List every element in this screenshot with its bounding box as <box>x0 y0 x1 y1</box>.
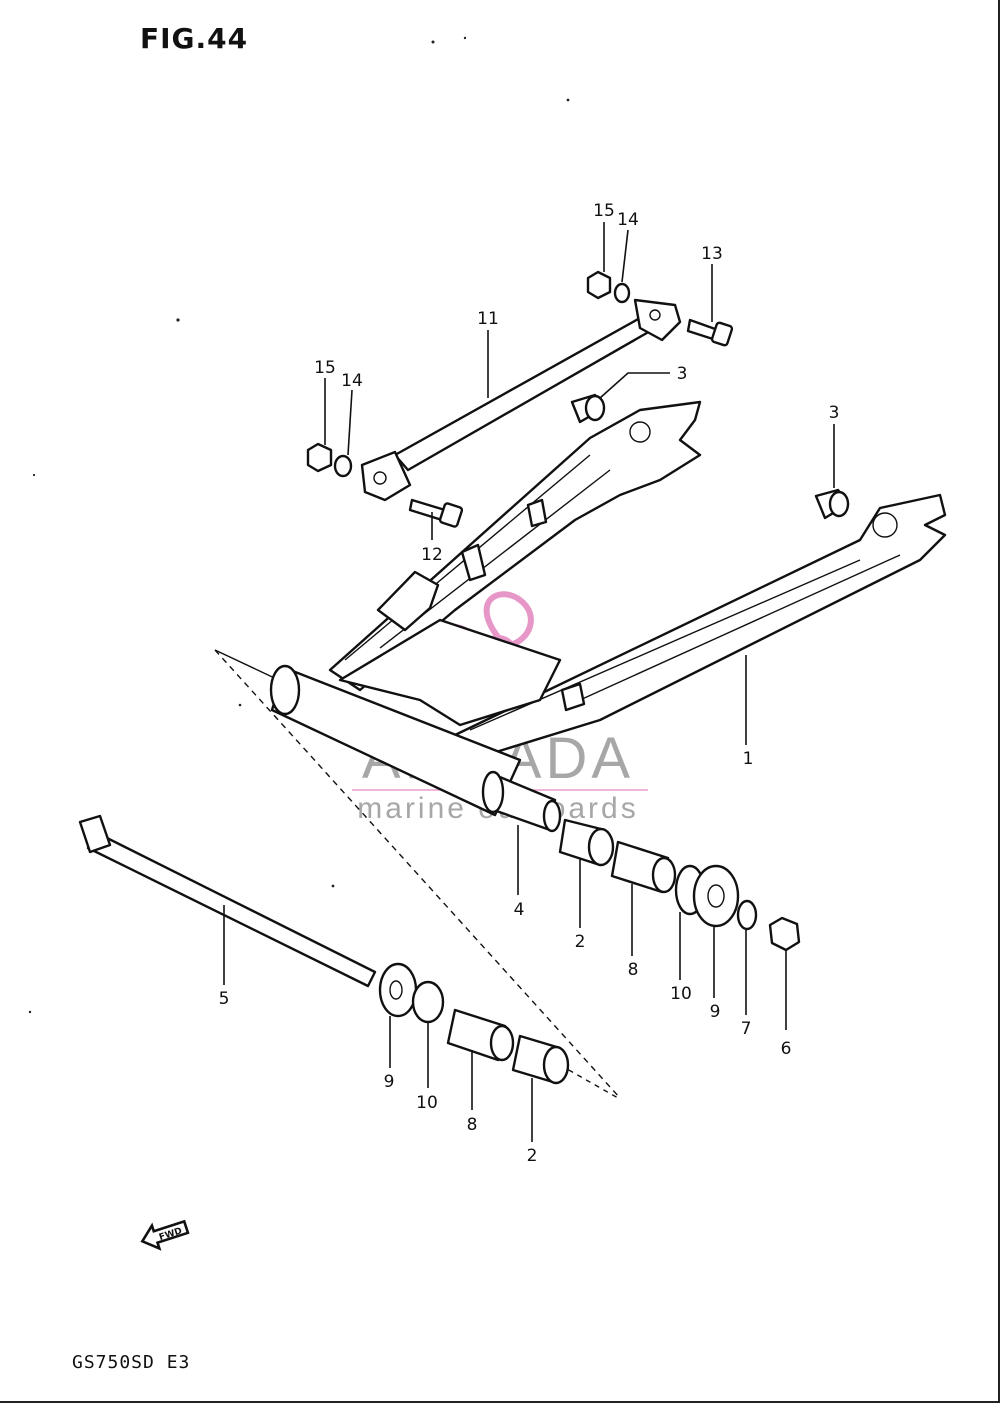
scan-specks <box>28 36 570 1014</box>
callout-14: 14 <box>341 371 363 391</box>
frame-border-right <box>998 0 1000 1403</box>
callout-9: 9 <box>710 1002 721 1022</box>
callout-6: 6 <box>781 1039 792 1059</box>
callout-10: 10 <box>670 984 692 1004</box>
part-bushing-3-right <box>814 488 850 520</box>
part-bolt-12 <box>408 498 464 528</box>
part-nut-15-upper <box>586 270 612 300</box>
part-washer-14-upper <box>613 282 631 304</box>
callout-10: 10 <box>416 1093 438 1113</box>
part-torque-link <box>360 298 682 502</box>
part-washer-9-left <box>378 962 418 1018</box>
callout-7: 7 <box>741 1019 752 1039</box>
callout-2: 2 <box>575 932 586 952</box>
callout-5: 5 <box>219 989 230 1009</box>
part-spacer-8-right <box>610 840 677 894</box>
callout-labels: 15 14 13 11 3 15 14 3 12 1 4 2 8 10 9 7 … <box>219 201 840 1166</box>
part-bearing-2-right <box>558 818 615 867</box>
part-nut-15-lower <box>306 442 333 473</box>
figure-title: FIG.44 <box>140 22 249 55</box>
part-swinging-arm <box>269 400 947 817</box>
part-bolt-13 <box>686 318 734 347</box>
part-spacer-8-left <box>446 1008 515 1062</box>
callout-14: 14 <box>617 210 639 230</box>
callout-3: 3 <box>829 403 840 423</box>
callout-13: 13 <box>701 244 723 264</box>
part-sleeve-4 <box>481 770 562 833</box>
part-nut-6 <box>768 916 801 952</box>
callout-8: 8 <box>467 1115 478 1135</box>
part-cap-10-left <box>411 980 445 1024</box>
model-code: GS750SD E3 <box>72 1352 191 1373</box>
callout-11: 11 <box>477 309 499 329</box>
part-washer-9-right <box>692 864 740 928</box>
callout-15: 15 <box>593 201 615 221</box>
callout-3: 3 <box>677 364 688 384</box>
callout-1: 1 <box>743 749 754 769</box>
callout-8: 8 <box>628 960 639 980</box>
fwd-arrow-icon: FWD <box>140 1219 190 1251</box>
part-bushing-3-upper <box>570 393 606 424</box>
leader-lines <box>223 222 835 1142</box>
callout-15: 15 <box>314 358 336 378</box>
callout-4: 4 <box>514 900 525 920</box>
frame-border-bottom <box>0 1401 1000 1403</box>
callout-9: 9 <box>384 1072 395 1092</box>
part-bearing-2-left <box>511 1034 570 1085</box>
part-washer-7 <box>736 899 758 931</box>
part-pivot-shaft-5 <box>78 814 377 988</box>
callout-2: 2 <box>527 1146 538 1166</box>
part-washer-14-lower <box>333 454 353 478</box>
callout-12: 12 <box>421 545 443 565</box>
